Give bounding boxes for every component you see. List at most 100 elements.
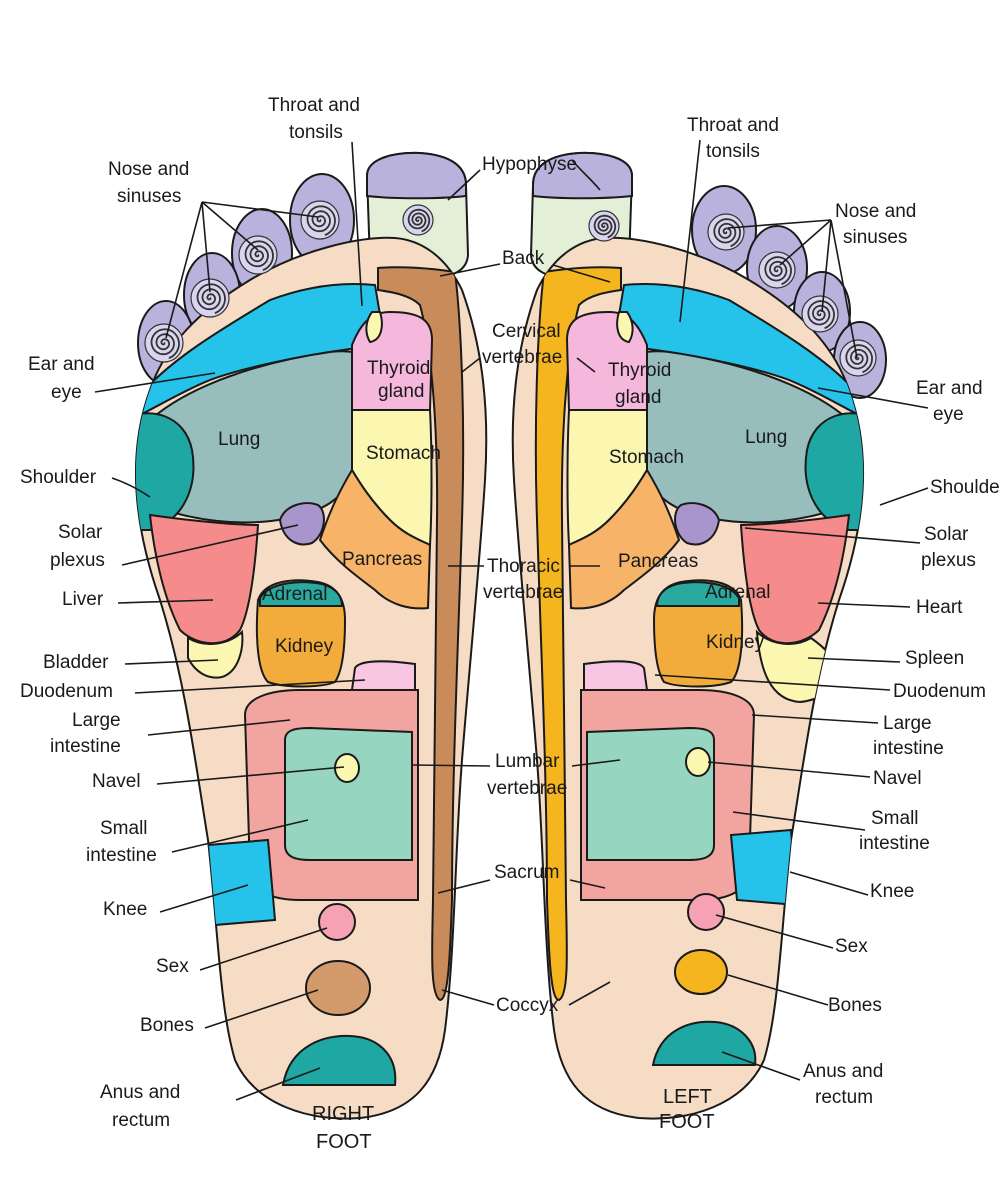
left-large-label-1: Large xyxy=(883,713,932,734)
right-toe-spiral-icon xyxy=(306,205,336,237)
left-toe-spiral-icon xyxy=(713,218,741,248)
left-sex-zone xyxy=(687,893,725,931)
left-small-label-1: Small xyxy=(871,808,919,829)
left-bones-zone xyxy=(674,949,728,995)
right-thyroid-label-1: Thyroid xyxy=(367,358,430,379)
left-throat-label-2: tonsils xyxy=(706,141,760,162)
right-bones-label: Bones xyxy=(140,1015,194,1036)
right-knee-label: Knee xyxy=(103,899,147,920)
right-thyroid-label-2: gland xyxy=(378,381,425,402)
left-anus-label-2: rectum xyxy=(815,1087,873,1108)
left-solar-label-1: Solar xyxy=(924,524,969,545)
left-lung-label: Lung xyxy=(745,427,787,448)
left-pancreas-label: Pancreas xyxy=(618,551,698,572)
right-kidney-label: Kidney xyxy=(275,636,334,657)
right-small-label-2: intestine xyxy=(86,845,157,866)
right-navel-label: Navel xyxy=(92,771,141,792)
right-adrenal-label: Adrenal xyxy=(262,584,328,605)
right-knee-zone xyxy=(206,838,277,927)
left-large-label-2: intestine xyxy=(873,738,944,759)
right-bladder-label: Bladder xyxy=(43,652,109,673)
right-foot-title-2: FOOT xyxy=(316,1131,372,1153)
right-small-label-1: Small xyxy=(100,818,148,839)
left-bones-label: Bones xyxy=(828,995,882,1016)
left-foot xyxy=(511,151,887,1120)
hypophyse-label: Hypophyse xyxy=(482,154,577,175)
right-anus-label-1: Anus and xyxy=(100,1082,180,1103)
left-anus-label-1: Anus and xyxy=(803,1061,883,1082)
right-duodenum-label: Duodenum xyxy=(20,681,113,702)
right-lung-label: Lung xyxy=(218,429,260,450)
right-nose-label-1: Nose and xyxy=(108,159,189,180)
right-solar-label-1: Solar xyxy=(58,522,103,543)
left-small-intestine-zone xyxy=(586,726,715,861)
coccyx-label: Coccyx xyxy=(496,995,559,1016)
left-spleen-label: Spleen xyxy=(905,648,964,669)
right-small-intestine-zone xyxy=(284,726,413,861)
back-label: Back xyxy=(502,248,545,269)
right-spine xyxy=(377,266,465,1002)
left-navel-label: Navel xyxy=(873,768,922,789)
thoracic-label-2: vertebrae xyxy=(483,582,563,603)
right-foot xyxy=(134,151,488,1120)
left-thyroid-label-1: Thyroid xyxy=(608,360,671,381)
lumbar-label-2: vertebrae xyxy=(487,778,567,799)
right-liver-label: Liver xyxy=(62,589,104,610)
right-sex-label: Sex xyxy=(156,956,189,977)
left-foot-title-2: FOOT xyxy=(659,1111,715,1133)
right-solar-label-2: plexus xyxy=(50,550,105,571)
lumbar-label-1: Lumbar xyxy=(495,751,560,772)
left-thyroid-label-2: gland xyxy=(615,387,662,408)
left-stomach-label: Stomach xyxy=(609,447,684,468)
right-foot-title-1: RIGHT xyxy=(312,1103,374,1125)
right-bladder-zone xyxy=(187,629,244,679)
left-ear-label-1: Ear and xyxy=(916,378,983,399)
left-shoulder-label: Shoulde xyxy=(930,477,999,498)
right-ear-label-1: Ear and xyxy=(28,354,95,375)
right-stomach-label: Stomach xyxy=(366,443,441,464)
right-large-label-2: intestine xyxy=(50,736,121,757)
right-liver-zone xyxy=(148,513,260,645)
right-big-toe-spiral-icon xyxy=(407,208,431,233)
left-sex-label: Sex xyxy=(835,936,868,957)
right-ear-label-2: eye xyxy=(51,382,82,403)
right-anus-zone xyxy=(281,1034,397,1086)
right-large-label-1: Large xyxy=(72,710,121,731)
left-ear-label-2: eye xyxy=(933,404,964,425)
left-toe-spiral-icon xyxy=(807,300,835,330)
right-anus-label-2: rectum xyxy=(112,1110,170,1131)
left-heart-label: Heart xyxy=(916,597,963,618)
leader-lines xyxy=(94,139,929,1101)
left-knee-label: Knee xyxy=(870,881,914,902)
right-sex-zone xyxy=(318,903,356,941)
left-small-label-2: intestine xyxy=(859,833,930,854)
sacrum-label: Sacrum xyxy=(494,862,559,883)
right-nose-label-2: sinuses xyxy=(117,186,181,207)
cervical-label-2: vertebrae xyxy=(482,347,562,368)
right-adrenal-zone xyxy=(259,581,344,607)
right-throat-label-2: tonsils xyxy=(289,122,343,143)
right-shoulder-label: Shoulder xyxy=(20,467,97,488)
right-bones-zone xyxy=(305,960,371,1016)
right-toe-spiral-icon xyxy=(196,283,226,315)
right-pancreas-label: Pancreas xyxy=(342,549,422,570)
left-duodenum-label: Duodenum xyxy=(893,681,986,702)
left-throat-label-1: Throat and xyxy=(687,115,779,136)
left-big-toe-spiral-icon xyxy=(593,214,617,239)
left-spine xyxy=(534,266,622,1002)
left-solar-label-2: plexus xyxy=(921,550,976,571)
left-foot-title-1: LEFT xyxy=(663,1086,712,1108)
left-adrenal-zone xyxy=(655,581,740,607)
right-toe-spiral-icon xyxy=(150,328,180,360)
right-throat-label-1: Throat and xyxy=(268,95,360,116)
cervical-label-1: Cervical xyxy=(492,321,561,342)
left-nose-label-1: Nose and xyxy=(835,201,916,222)
left-solar-plexus-zone xyxy=(674,502,721,546)
left-heart-zone xyxy=(739,513,851,645)
left-navel-zone xyxy=(685,747,711,777)
left-knee-zone xyxy=(729,828,799,907)
left-toe-spiral-icon xyxy=(845,344,873,374)
left-nose-label-2: sinuses xyxy=(843,227,907,248)
right-toe-spirals xyxy=(144,200,434,363)
